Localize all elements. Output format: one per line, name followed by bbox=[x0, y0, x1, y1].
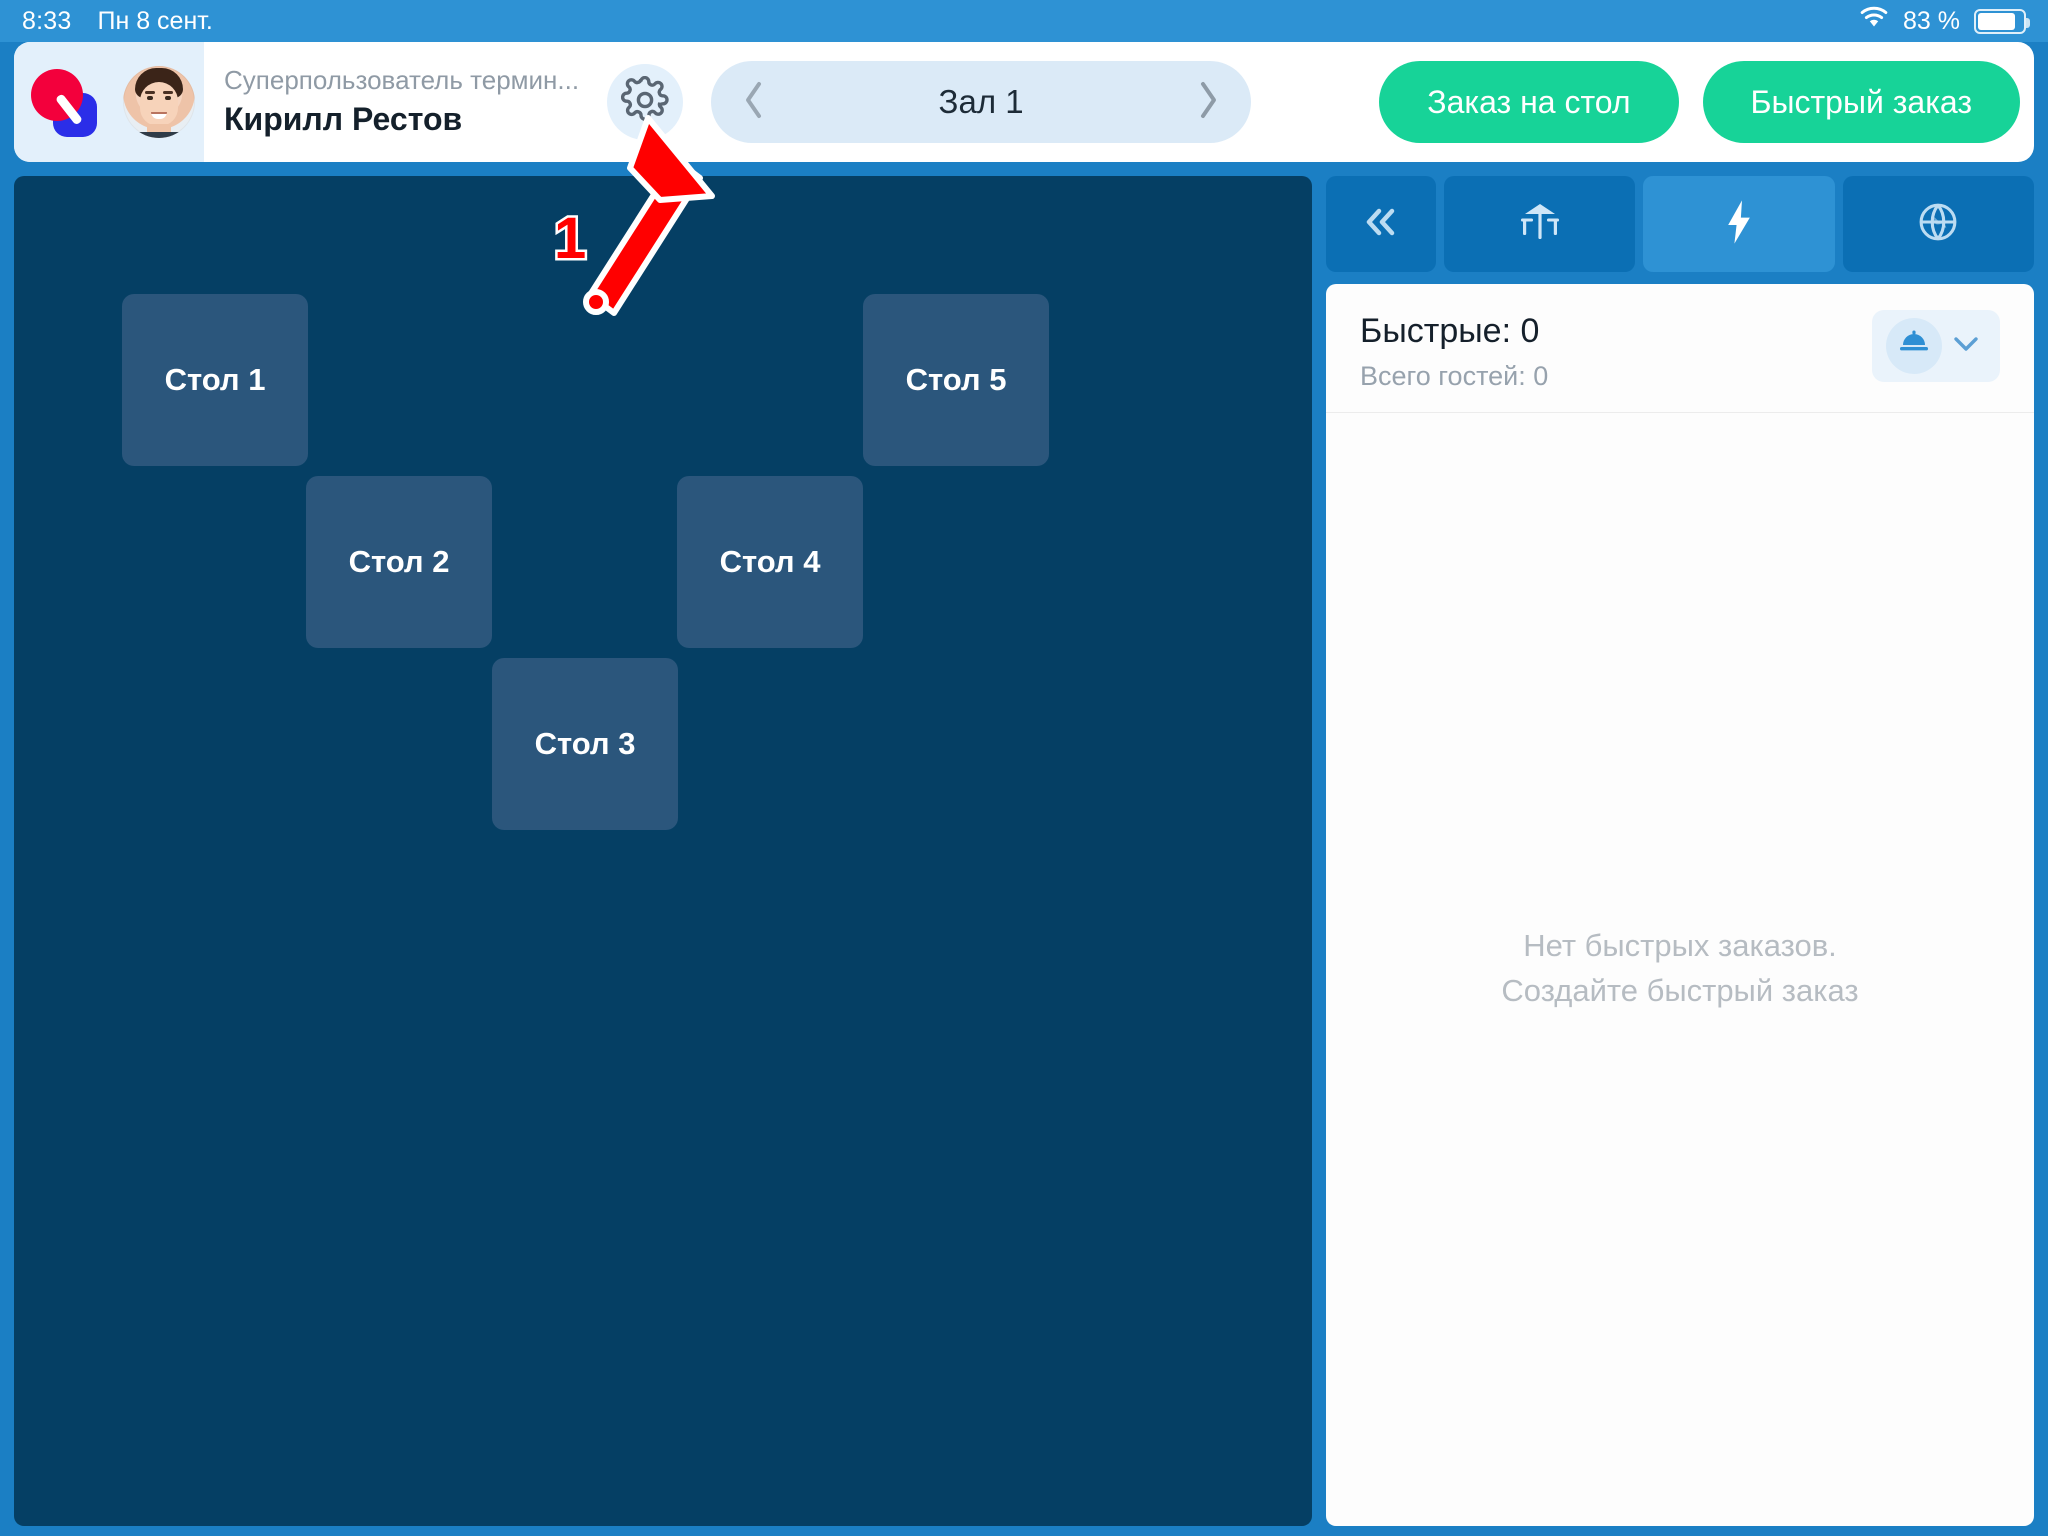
table-item: Стол 2 bbox=[306, 476, 492, 648]
status-date: Пн 8 сент. bbox=[97, 6, 213, 35]
panel-tabbar bbox=[1326, 176, 2034, 272]
collapse-panel-button[interactable] bbox=[1326, 176, 1436, 272]
panel-empty-state: Нет быстрых заказов. Создайте быстрый за… bbox=[1326, 413, 2034, 1527]
globe-icon bbox=[1916, 200, 1960, 249]
table-item: Стол 3 bbox=[492, 658, 678, 830]
double-chevron-left-icon bbox=[1358, 204, 1404, 245]
main-content: Стол 1 Стол 2 Стол 3 Стол 4 Стол 5 bbox=[14, 176, 2034, 1526]
table-label: Стол 2 bbox=[348, 544, 450, 579]
chevron-down-icon[interactable] bbox=[1946, 327, 1986, 366]
hall-name: Зал 1 bbox=[938, 83, 1024, 120]
tab-quick-orders[interactable] bbox=[1643, 176, 1835, 272]
floor-plan[interactable]: Стол 1 Стол 2 Стол 3 Стол 4 Стол 5 bbox=[14, 176, 1312, 1526]
quick-order-button[interactable]: Быстрый заказ bbox=[1702, 61, 2020, 143]
quick-orders-count: Быстрые: 0 bbox=[1360, 312, 1540, 350]
table-item: Стол 5 bbox=[863, 294, 1049, 466]
status-time: 8:33 bbox=[22, 6, 72, 35]
order-to-table-button[interactable]: Заказ на стол bbox=[1379, 61, 1679, 143]
user-info: Суперпользователь термин... Кирилл Ресто… bbox=[224, 65, 579, 138]
battery-percent: 83 % bbox=[1903, 6, 1960, 35]
room-service-bell-icon bbox=[1897, 329, 1931, 364]
quick-orders-panel: Быстрые: 0 Всего гостей: 0 bbox=[1326, 284, 2034, 1526]
settings-button[interactable] bbox=[607, 64, 684, 140]
hall-switcher[interactable]: Зал 1 bbox=[711, 61, 1252, 143]
table-label: Стол 4 bbox=[719, 544, 821, 579]
app-header: Суперпользователь термин... Кирилл Ресто… bbox=[14, 42, 2034, 162]
total-guests: Всего гостей: 0 bbox=[1360, 360, 1549, 391]
table-item: Стол 1 bbox=[122, 294, 308, 466]
side-panel: Быстрые: 0 Всего гостей: 0 bbox=[1326, 176, 2034, 1526]
serve-button[interactable] bbox=[1886, 318, 1942, 374]
annotation-step-number: 1 bbox=[551, 204, 588, 274]
battery-icon bbox=[1974, 8, 2030, 34]
app-logo-icon bbox=[14, 42, 114, 162]
user-role: Суперпользователь термин... bbox=[224, 65, 580, 96]
empty-line-2: Создайте быстрый заказ bbox=[1501, 973, 1859, 1009]
empty-line-1: Нет быстрых заказов. bbox=[1523, 928, 1837, 964]
table-item: Стол 4 bbox=[677, 476, 863, 648]
chevron-left-icon[interactable] bbox=[741, 79, 767, 126]
table-label: Стол 3 bbox=[534, 726, 636, 761]
lightning-bolt-icon bbox=[1722, 199, 1756, 250]
tab-tables[interactable] bbox=[1444, 176, 1636, 272]
table-label: Стол 5 bbox=[905, 362, 1007, 397]
panel-actions[interactable] bbox=[1872, 310, 2000, 382]
panel-header: Быстрые: 0 Всего гостей: 0 bbox=[1326, 284, 2034, 413]
table-umbrella-icon bbox=[1517, 201, 1563, 248]
user-name: Кирилл Рестов bbox=[224, 100, 463, 137]
status-bar: 8:33 Пн 8 сент. 83 % bbox=[0, 0, 2048, 42]
chevron-right-icon[interactable] bbox=[1195, 79, 1221, 126]
gear-icon bbox=[621, 75, 669, 129]
wifi-icon bbox=[1859, 6, 1889, 36]
tab-delivery[interactable] bbox=[1842, 176, 2034, 272]
table-label: Стол 1 bbox=[164, 362, 266, 397]
avatar[interactable] bbox=[114, 42, 204, 162]
